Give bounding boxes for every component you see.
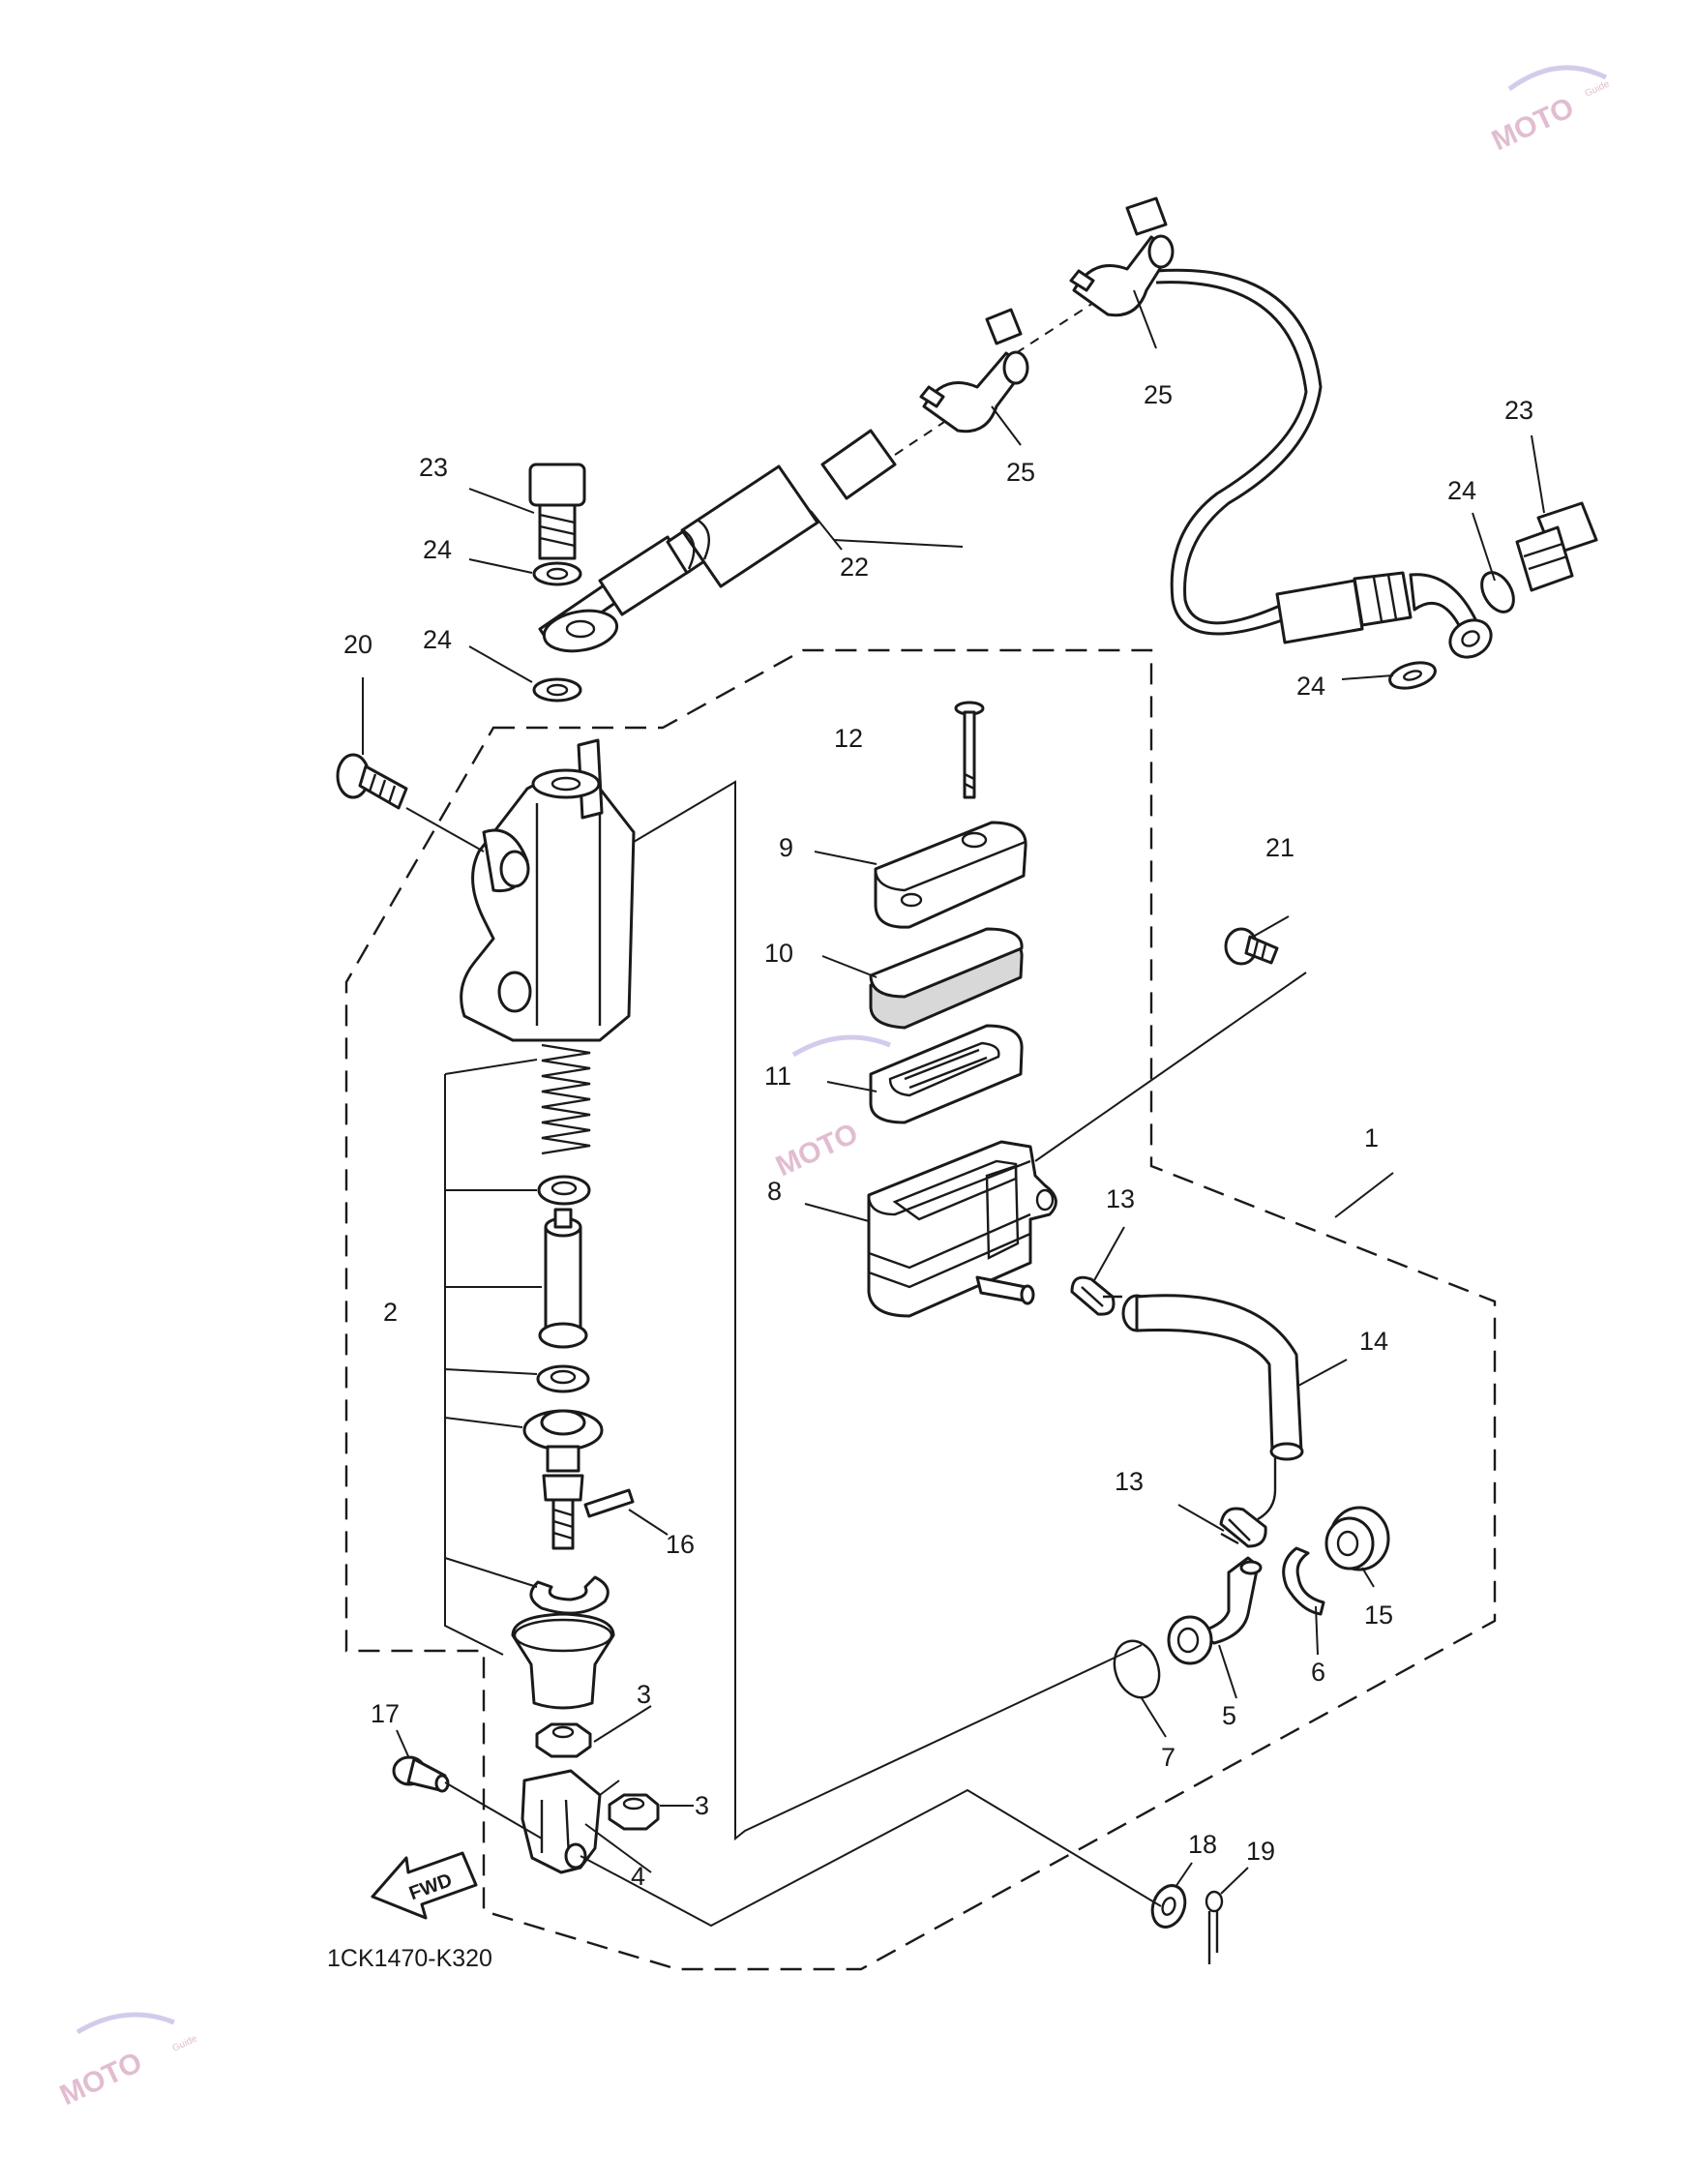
washer-18	[1150, 1884, 1187, 1929]
assembly-boundary	[344, 648, 1497, 1971]
nut-center	[535, 1722, 592, 1758]
callout-24-lower-right: 24	[1296, 672, 1325, 701]
callout-4: 4	[631, 1862, 645, 1891]
spring	[541, 1043, 591, 1155]
watermark-suffix: Guide	[171, 2033, 199, 2053]
watermark-brand: MOTO	[771, 1118, 863, 1183]
cup-seal	[537, 1175, 591, 1206]
callout-17: 17	[371, 1699, 400, 1728]
reservoir-cap	[874, 821, 1027, 929]
callout-7: 7	[1161, 1743, 1175, 1772]
clevis	[521, 1769, 602, 1874]
callout-24-upper-right: 24	[1447, 476, 1476, 505]
reservoir	[867, 1140, 1057, 1318]
callout-21: 21	[1265, 833, 1294, 862]
callout-1: 1	[1364, 1123, 1379, 1152]
callout-8: 8	[767, 1177, 782, 1206]
bolt-21	[1224, 927, 1279, 966]
kit-bracket	[444, 1059, 542, 1656]
diaphragm	[869, 1024, 1024, 1124]
watermark-suffix: Guide	[1584, 78, 1612, 99]
cotter-pin	[1205, 1890, 1224, 1964]
callout-18: 18	[1188, 1830, 1217, 1859]
callout-23-left: 23	[419, 453, 448, 482]
callout-14: 14	[1359, 1327, 1388, 1356]
callout-2: 2	[383, 1298, 398, 1327]
screw-12	[954, 701, 985, 799]
brake-hose	[538, 268, 1493, 659]
hose-clip-upper	[1070, 1275, 1122, 1316]
o-ring	[1113, 1639, 1161, 1699]
watermark-brand: MOTO	[55, 2047, 147, 2112]
callout-20: 20	[343, 630, 372, 659]
crush-washer-upper	[532, 561, 582, 586]
bolt-20	[336, 753, 408, 810]
cap-plate	[869, 927, 1024, 1030]
union-bolt-right	[1515, 501, 1598, 592]
hose-clip-lower	[1219, 1507, 1267, 1548]
callout-3-right: 3	[695, 1791, 709, 1820]
callout-25-upper: 25	[1144, 380, 1173, 409]
callout-19: 19	[1246, 1837, 1275, 1866]
callout-23-right: 23	[1504, 396, 1533, 425]
callout-11: 11	[764, 1062, 791, 1091]
leader-lines	[362, 289, 1545, 1928]
callouts: 1 2 3 3 4 5 6 7 8 9 10 11 12 13 13 14 15…	[343, 380, 1533, 1891]
diagram-code: 1CK1470-K320	[327, 1945, 492, 1972]
boot	[511, 1612, 615, 1710]
callout-25-lower: 25	[1006, 458, 1035, 487]
circlip	[529, 1575, 610, 1615]
callout-5: 5	[1222, 1701, 1236, 1730]
hose-clamp-lower	[919, 308, 1029, 434]
callout-22: 22	[840, 553, 869, 582]
callout-10: 10	[764, 939, 793, 968]
callout-24-upper-left: 24	[423, 535, 452, 564]
callout-6: 6	[1311, 1658, 1325, 1687]
master-cylinder-body	[460, 738, 636, 1042]
circlip-6	[1282, 1546, 1325, 1616]
fwd-arrow: FWD	[371, 1851, 478, 1920]
pin-16	[583, 1488, 635, 1518]
hose-clamp-upper	[1069, 196, 1175, 317]
callout-13-upper: 13	[1106, 1184, 1135, 1213]
callout-9: 9	[779, 833, 793, 862]
callout-16: 16	[666, 1530, 695, 1559]
piston	[538, 1208, 588, 1349]
crush-washer-right-upper	[1480, 571, 1515, 613]
reservoir-hose	[1121, 1294, 1304, 1521]
watermark-bottom-left: MOTO Guide	[55, 2012, 199, 2112]
callout-12: 12	[834, 724, 863, 753]
nut-right	[608, 1793, 660, 1831]
watermark-top-right: MOTO Guide	[1487, 65, 1612, 158]
callout-3-center: 3	[637, 1680, 651, 1709]
callout-15: 15	[1364, 1601, 1393, 1630]
grommet	[1324, 1506, 1390, 1571]
secondary-cup	[536, 1364, 590, 1393]
pin-17	[392, 1755, 450, 1793]
union-bolt-left	[528, 463, 586, 560]
crush-washer-lower	[532, 677, 582, 703]
callout-13-lower: 13	[1115, 1467, 1144, 1496]
callout-24-lower-left: 24	[423, 625, 452, 654]
push-rod-assembly	[522, 1409, 604, 1550]
watermark-brand: MOTO	[1487, 92, 1579, 158]
crush-washer-right-lower	[1388, 661, 1437, 690]
hose-joint	[1167, 1556, 1263, 1665]
